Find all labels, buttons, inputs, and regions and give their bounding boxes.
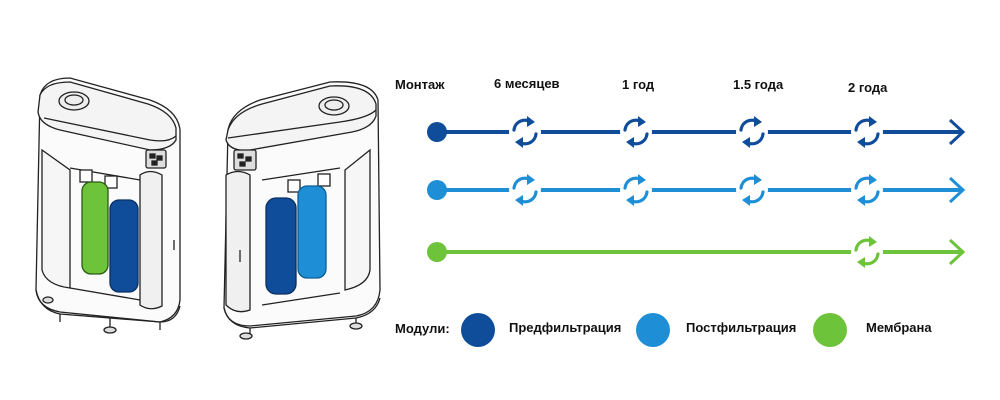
timeline-prefilter [427,116,966,148]
replace-cycle-icon [509,116,541,148]
legend-dot-membrane [813,313,847,347]
timeline-arrow-postfilter [948,176,966,204]
legend-dot-prefilter [461,313,495,347]
interval-label-1-5-years: 1.5 года [733,77,784,92]
legend-label-postfilter: Постфильтрация [686,320,797,335]
replace-cycle-icon [851,116,883,148]
legend-label-membrane: Мембрана [866,320,932,335]
timeline-arrow-prefilter [948,118,966,146]
device-illustrations [35,77,381,340]
replace-cycle-icon [851,236,883,268]
replace-cycle-icon [851,174,883,206]
replace-cycle-icon [620,174,652,206]
legend-label-prefilter: Предфильтрация [509,320,622,335]
device-left [35,77,181,334]
interval-label-6-months: 6 месяцев [494,76,560,91]
timeline-arrow-membrane [948,238,966,266]
legend-title: Модули: [395,321,450,336]
replace-cycle-icon [620,116,652,148]
timeline-postfilter [427,174,966,206]
interval-label-2-years: 2 года [848,80,888,95]
replacement-timelines [427,116,966,268]
timeline-start-dot-postfilter [427,180,447,200]
timeline-membrane [427,236,966,268]
interval-label-1-year: 1 год [622,77,655,92]
timeline-start-dot-prefilter [427,122,447,142]
replace-cycle-icon [736,174,768,206]
timeline-start-dot-membrane [427,242,447,262]
replace-cycle-icon [736,116,768,148]
mount-label: Монтаж [395,77,445,92]
device-right [223,81,381,340]
replace-cycle-icon [509,174,541,206]
legend-dot-postfilter [636,313,670,347]
